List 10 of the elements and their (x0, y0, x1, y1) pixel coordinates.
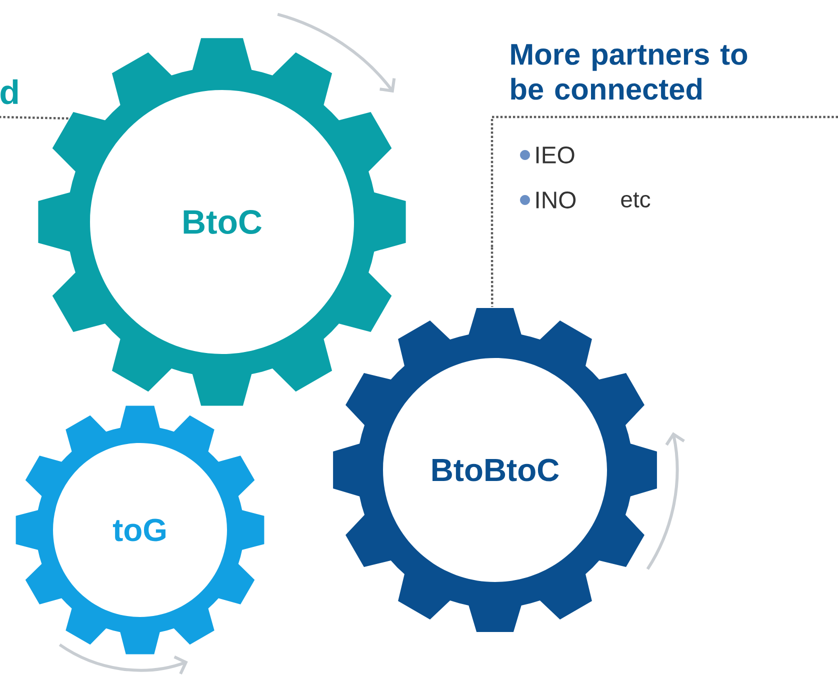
list-item: INO (536, 192, 576, 208)
gear-label: BtoBtoC (432, 458, 559, 482)
gear-label: BtoC (184, 210, 262, 234)
gear-label: toG (112, 518, 166, 542)
connector-line (0, 116, 68, 120)
heading: More partners to be connected (511, 44, 748, 100)
heading: d (0, 79, 18, 104)
connector-line (490, 247, 494, 307)
list-item: etc (621, 192, 650, 208)
list-item: IEO (536, 146, 574, 164)
